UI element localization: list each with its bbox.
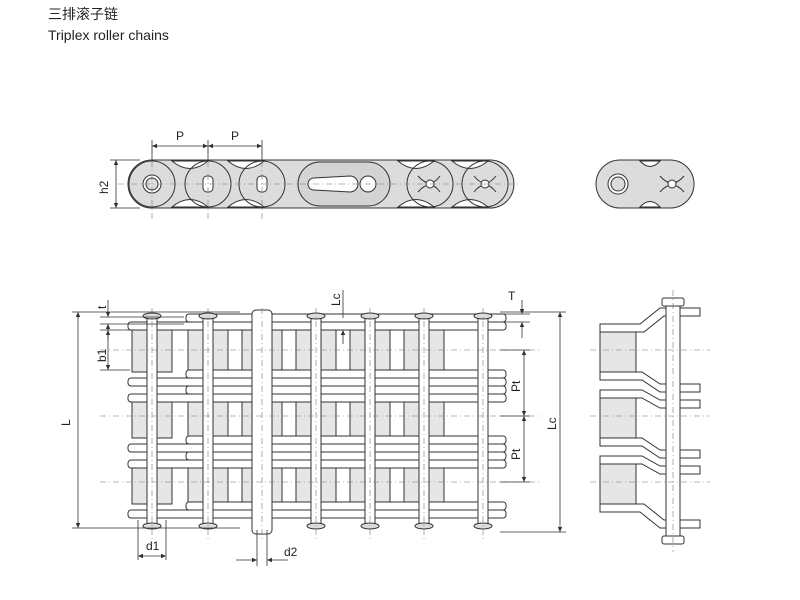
title-english: Triplex roller chains: [48, 27, 169, 43]
T-dimension: [490, 300, 530, 338]
d2-label: d2: [284, 545, 298, 559]
h2-dimension: [110, 159, 140, 209]
t-label: t: [95, 305, 109, 309]
header: 三排滚子链 Triplex roller chains: [48, 6, 169, 44]
title-chinese: 三排滚子链: [48, 7, 118, 23]
link-plate-6: [185, 435, 507, 445]
b1-dimension: [100, 329, 130, 371]
d2-dimension: [236, 530, 288, 566]
h2-label: h2: [97, 180, 111, 194]
d1-dimension: [137, 520, 167, 560]
l-label: L: [59, 419, 73, 426]
lc-top-label: Lc: [329, 293, 343, 306]
pitch-dimension: [151, 140, 263, 160]
l-dimension: [72, 311, 240, 529]
pt-label-2: Pt: [509, 448, 523, 460]
plan-view-chain: [127, 309, 507, 535]
link-plate-8: [185, 451, 507, 461]
pitch-label-1: P: [176, 129, 184, 143]
link-plate-0: [185, 313, 507, 323]
b1-label: b1: [95, 348, 109, 362]
pitch-label-2: P: [231, 129, 239, 143]
pt-dimension: [500, 349, 530, 483]
d1-label: d1: [146, 539, 160, 553]
T-label: T: [508, 289, 516, 303]
pt-label-1: Pt: [509, 380, 523, 392]
end-view-link: [595, 159, 695, 209]
link-plate-4: [185, 385, 507, 395]
link-plate-10: [185, 501, 507, 511]
end-section-view: [599, 297, 701, 545]
side-view-chain: [127, 159, 515, 209]
lc-right-dimension: [500, 311, 566, 533]
lc-right-label: Lc: [545, 417, 559, 430]
link-plate-2: [185, 369, 507, 379]
